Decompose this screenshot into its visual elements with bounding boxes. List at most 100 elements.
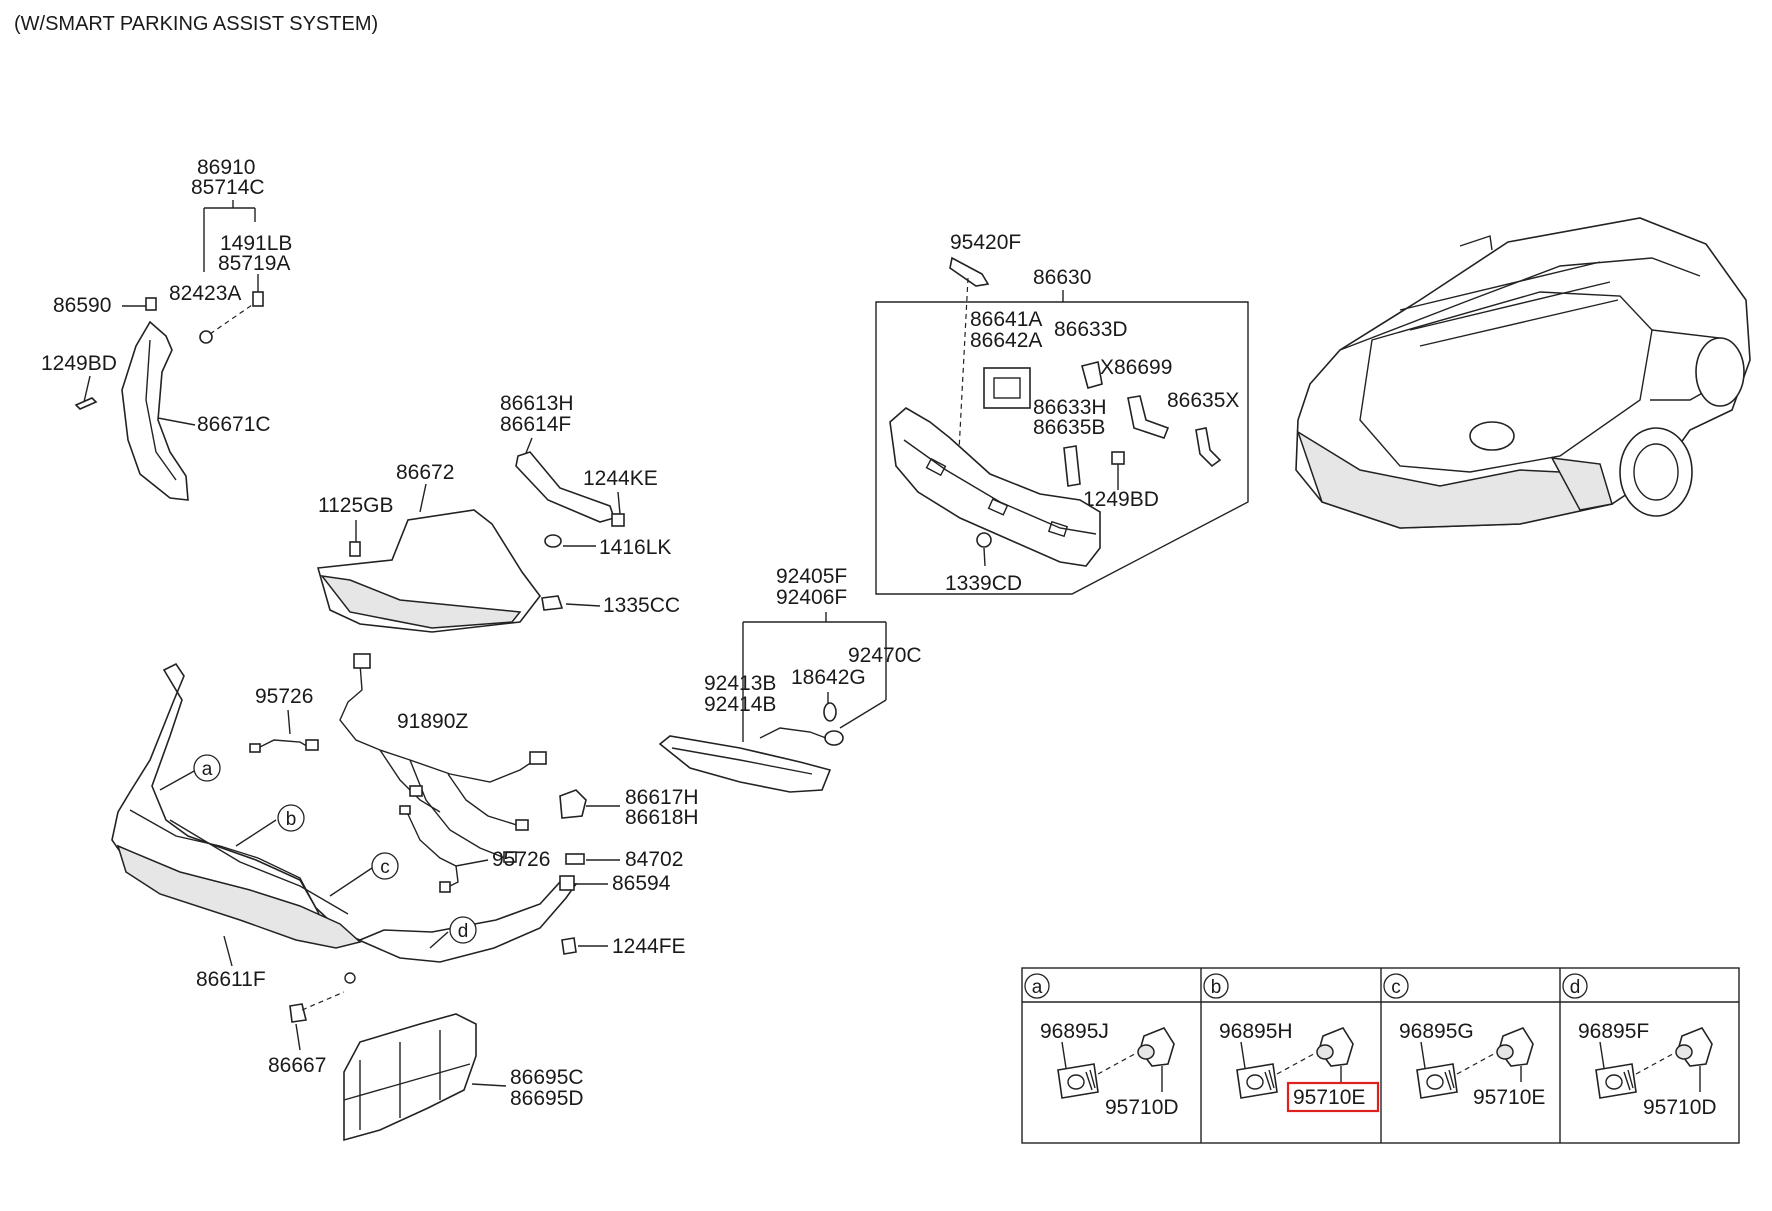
part-label-86667[interactable]: 86667: [268, 1054, 326, 1077]
part-label-86633H[interactable]: 86633H: [1033, 396, 1107, 419]
bezel-part-label[interactable]: 96895F: [1578, 1020, 1649, 1043]
beam-group: 95420F 86630 86641A 86642A 86633D X86699…: [875, 231, 1249, 595]
bracket-86617H: [559, 789, 587, 819]
part-label-85714C[interactable]: 85714C: [191, 176, 265, 199]
part-label-1244KE[interactable]: 1244KE: [583, 467, 658, 490]
vehicle-illustration: [1295, 217, 1751, 529]
callout-a-letter: a: [202, 759, 213, 780]
bolt-1249BD: [74, 397, 98, 410]
callout-b[interactable]: [277, 804, 305, 832]
part-label-95420F[interactable]: 95420F: [950, 231, 1021, 254]
nut-1339CD: [976, 532, 992, 548]
highlight-box: [1286, 1081, 1380, 1113]
cell-letter-circle: [1024, 973, 1050, 999]
part-label-92405F[interactable]: 92405F: [776, 565, 847, 588]
part-label-86613H[interactable]: 86613H: [500, 392, 574, 415]
cell-letter: b: [1211, 977, 1222, 998]
part-label-86672[interactable]: 86672: [396, 461, 454, 484]
part-label-95726-bottom[interactable]: 95726: [492, 848, 550, 871]
sensor-cell-d: d 96895F 95710D: [1562, 973, 1717, 1119]
under-cover: [343, 1013, 477, 1142]
part-label-86614F[interactable]: 86614F: [500, 413, 571, 436]
part-label-86635X[interactable]: 86635X: [1167, 389, 1239, 412]
part-label-86641A[interactable]: 86641A: [970, 308, 1042, 331]
part-label-92470C[interactable]: 92470C: [848, 644, 922, 667]
part-label-86910[interactable]: 86910: [197, 156, 255, 179]
sensor-part-label[interactable]: 95710E: [1293, 1086, 1365, 1109]
mud-guard: [121, 320, 189, 501]
callout-b-letter: b: [286, 809, 297, 830]
clip-84702: [565, 853, 585, 865]
cell-letter-circle: [1562, 973, 1588, 999]
callout-c-letter: c: [380, 857, 390, 878]
bezel-icon: [1057, 1063, 1099, 1099]
part-label-86618H[interactable]: 86618H: [625, 806, 699, 829]
part-label-1125GB[interactable]: 1125GB: [318, 494, 394, 517]
screw-1125GB: [349, 541, 361, 557]
part-label-86611F[interactable]: 86611F: [196, 968, 266, 991]
part-label-86695D[interactable]: 86695D: [510, 1087, 584, 1110]
bracket-86633H: [1063, 445, 1081, 487]
mud-guard-group: 86910 85714C 1491LB 85719A 82423A 86590 …: [41, 156, 292, 501]
part-label-1491LB[interactable]: 1491LB: [220, 232, 292, 255]
callout-a[interactable]: [193, 754, 221, 782]
part-label-92413B[interactable]: 92413B: [704, 672, 776, 695]
bezel-part-label[interactable]: 96895J: [1040, 1020, 1109, 1043]
clip-86590: [145, 297, 157, 311]
part-label-95726-top[interactable]: 95726: [255, 685, 313, 708]
bezel-part-label[interactable]: 96895G: [1399, 1020, 1474, 1043]
bezel-icon: [1236, 1063, 1278, 1099]
part-label-1244FE[interactable]: 1244FE: [612, 935, 686, 958]
bolt-1244KE: [611, 513, 625, 527]
part-label-1416LK[interactable]: 1416LK: [599, 536, 671, 559]
part-label-1335CC[interactable]: 1335CC: [603, 594, 680, 617]
part-label-82423A[interactable]: 82423A: [169, 282, 241, 305]
part-label-86671C[interactable]: 86671C: [197, 413, 271, 436]
clip-1416LK: [544, 534, 562, 548]
sensor-detail-table: [1021, 967, 1740, 1144]
bezel-icon: [1416, 1063, 1458, 1099]
part-label-92414B[interactable]: 92414B: [704, 693, 776, 716]
sensor-part-label[interactable]: 95710D: [1643, 1096, 1717, 1119]
rear-bumper-fascia: [111, 662, 578, 963]
part-label-86695C[interactable]: 86695C: [510, 1066, 584, 1089]
bolt-1244FE: [561, 937, 577, 955]
part-label-86635B[interactable]: 86635B: [1033, 416, 1105, 439]
part-label-86630[interactable]: 86630: [1033, 266, 1091, 289]
reflector-group: 92405F 92406F 92470C 92413B 92414B 18642…: [658, 565, 922, 793]
part-label-86633D[interactable]: 86633D: [1054, 318, 1128, 341]
bracket-86635X: [1195, 427, 1222, 468]
sensor-part-label[interactable]: 95710D: [1105, 1096, 1179, 1119]
part-label-86590[interactable]: 86590: [53, 294, 111, 317]
cell-letter: d: [1570, 977, 1581, 998]
sensor-cell-b: b 96895H 95710E: [1203, 973, 1380, 1113]
bulb-18642G: [823, 702, 837, 722]
nut-1335CC: [541, 595, 564, 611]
bezel-part-label[interactable]: 96895H: [1219, 1020, 1293, 1043]
part-label-85719A[interactable]: 85719A: [218, 252, 290, 275]
part-label-86642A[interactable]: 86642A: [970, 329, 1042, 352]
cell-letter-circle: [1203, 973, 1229, 999]
part-label-91890Z[interactable]: 91890Z: [397, 710, 468, 733]
callout-d[interactable]: [449, 916, 477, 944]
part-label-84702[interactable]: 84702: [625, 848, 683, 871]
cell-letter-circle: [1383, 973, 1409, 999]
beam-group-box: [875, 301, 1249, 595]
part-label-X86699[interactable]: X86699: [1100, 356, 1172, 379]
cover-86667: [289, 1003, 307, 1023]
part-label-1249BD-left[interactable]: 1249BD: [41, 352, 117, 375]
sensor-detail-cells: a96895J95710Db96895H95710Ec96895G95710Ed…: [1024, 973, 1717, 1119]
part-label-1249BD-right[interactable]: 1249BD: [1083, 488, 1159, 511]
part-label-18642G[interactable]: 18642G: [791, 666, 866, 689]
part-label-92406F[interactable]: 92406F: [776, 586, 847, 609]
lower-bumper-group: a b c d 86611F 86667: [111, 662, 578, 1077]
bolt-1249BD-right: [1111, 451, 1125, 465]
sensor-part-label[interactable]: 95710E: [1473, 1086, 1545, 1109]
part-label-86617H[interactable]: 86617H: [625, 786, 699, 809]
callout-c[interactable]: [371, 852, 399, 880]
part-label-86594[interactable]: 86594: [612, 872, 671, 895]
clip-86594: [559, 875, 575, 891]
part-label-1339CD[interactable]: 1339CD: [945, 572, 1022, 595]
